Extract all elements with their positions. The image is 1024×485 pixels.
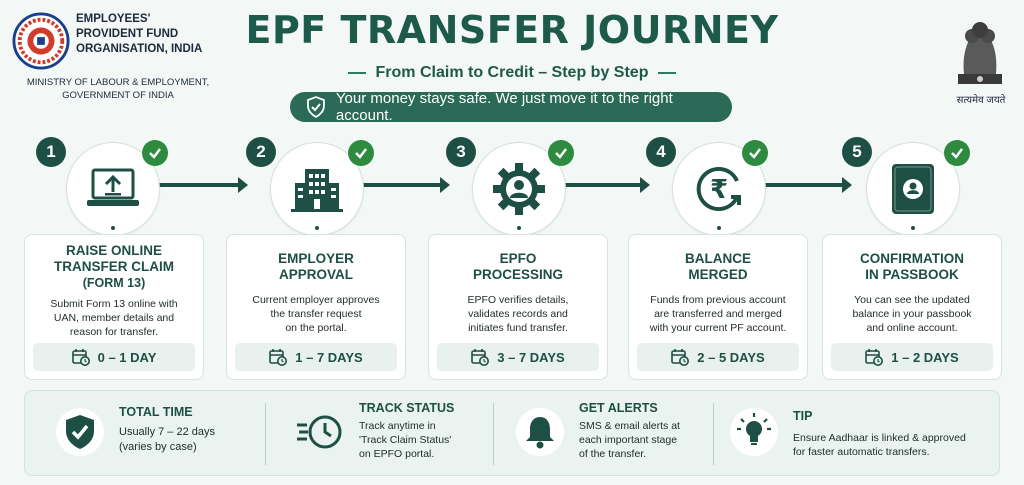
connector-1-2 (158, 177, 248, 193)
step-description: Funds from previous account are transfer… (649, 294, 787, 334)
banner-text: Your money stays safe. We just move it t… (335, 90, 673, 124)
subtitle-rule-right (658, 72, 677, 74)
info-tip: TIP Ensure Aadhaar is linked & approved … (729, 391, 989, 477)
step-complete-check-icon (742, 140, 768, 166)
emblem-motto: सत्यमेव जयते (956, 95, 1006, 106)
step-description: EPFO verifies details, validates records… (467, 294, 569, 334)
info-get-alerts: GET ALERTS SMS & email alerts at each im… (515, 391, 715, 477)
clock-track-icon (297, 415, 342, 449)
step-duration-text: 1 – 7 DAYS (295, 349, 363, 365)
step-description: You can see the updated balance in your … (852, 294, 972, 334)
calendar-clock-icon (71, 349, 90, 366)
step-duration-text: 3 – 7 DAYS (497, 349, 565, 365)
page-subtitle: From Claim to Credit – Step by Step (375, 64, 649, 81)
step-complete-check-icon (142, 140, 168, 166)
epfo-logo-icon (12, 12, 70, 70)
calendar-clock-icon (471, 349, 490, 366)
step-icon-circle (472, 142, 566, 236)
step-number: 3 (446, 137, 476, 167)
step-complete-check-icon (944, 140, 970, 166)
step-duration-text: 2 – 5 DAYS (697, 349, 765, 365)
step-title: CONFIRMATION IN PASSBOOK (860, 251, 964, 282)
info-divider (265, 403, 266, 465)
step-number: 1 (36, 137, 66, 167)
step-dots (911, 226, 915, 233)
step-subtitle: (FORM 13) (82, 276, 146, 290)
step-number: 4 (646, 137, 676, 167)
info-divider (493, 403, 494, 465)
info-title: TRACK STATUS (359, 401, 455, 415)
info-total-time: TOTAL TIME Usually 7 – 22 days (varies b… (55, 391, 265, 477)
shield-check-icon (307, 96, 325, 118)
info-title: TOTAL TIME (119, 405, 193, 419)
info-track-status: TRACK STATUS Track anytime in 'Track Cla… (295, 391, 495, 477)
calendar-clock-icon (671, 349, 690, 366)
step-dots (315, 226, 319, 233)
step-title: BALANCE MERGED (685, 251, 751, 282)
building-icon (291, 169, 343, 212)
step-complete-check-icon (548, 140, 574, 166)
step-title: RAISE ONLINE TRANSFER CLAIM (54, 243, 174, 274)
shield-check-icon (56, 408, 104, 456)
step-complete-check-icon (348, 140, 374, 166)
info-bar: TOTAL TIME Usually 7 – 22 days (varies b… (24, 390, 1000, 476)
org-ministry: MINISTRY OF LABOUR & EMPLOYMENT, GOVERNM… (26, 77, 210, 101)
national-emblem-icon (958, 22, 1002, 84)
safety-banner: Your money stays safe. We just move it t… (290, 90, 732, 124)
info-text: SMS & email alerts at each important sta… (579, 420, 680, 460)
step-duration: 3 – 7 DAYS (437, 343, 599, 371)
subtitle-row: From Claim to Credit – Step by Step (212, 62, 812, 84)
step-duration-text: 1 – 2 DAYS (891, 349, 959, 365)
step-description: Current employer approves the transfer r… (252, 294, 380, 334)
gear-person-icon (493, 163, 545, 215)
connector-4-5 (762, 177, 852, 193)
step-card: CONFIRMATION IN PASSBOOK You can see the… (822, 234, 1002, 380)
info-title: GET ALERTS (579, 401, 658, 415)
step-duration: 2 – 5 DAYS (637, 343, 799, 371)
page-title: EPF TRANSFER JOURNEY (245, 8, 779, 52)
step-duration: 0 – 1 DAY (33, 343, 195, 371)
connector-3-4 (560, 177, 650, 193)
step-dots (717, 226, 721, 233)
org-name: EMPLOYEES' PROVIDENT FUND ORGANISATION, … (76, 13, 203, 55)
info-divider (713, 403, 714, 465)
step-title: EPFO PROCESSING (472, 251, 564, 282)
passbook-icon (892, 164, 934, 214)
step-title: EMPLOYER APPROVAL (278, 251, 354, 282)
step-description: Submit Form 13 online with UAN, member d… (50, 298, 178, 338)
info-text: Usually 7 – 22 days (varies by case) (119, 426, 215, 453)
step-duration-text: 0 – 1 DAY (97, 349, 157, 365)
laptop-upload-icon (87, 168, 139, 206)
lightbulb-icon (730, 408, 778, 456)
info-title: TIP (793, 409, 813, 423)
step-dots (517, 226, 521, 233)
step-duration: 1 – 7 DAYS (235, 343, 397, 371)
rupee-cycle-icon: ₹ (696, 167, 741, 211)
calendar-clock-icon (865, 349, 884, 366)
step-card: EPFO PROCESSING EPFO verifies details, v… (428, 234, 608, 380)
bell-icon (516, 408, 564, 456)
calendar-clock-icon (269, 349, 288, 366)
step-number: 5 (842, 137, 872, 167)
info-text: Ensure Aadhaar is linked & approved for … (793, 432, 966, 458)
step-card: BALANCE MERGED Funds from previous accou… (628, 234, 808, 380)
step-icon-circle (270, 142, 364, 236)
step-number: 2 (246, 137, 276, 167)
info-text: Track anytime in 'Track Claim Status' on… (359, 420, 452, 460)
connector-2-3 (360, 177, 450, 193)
step-dots (111, 226, 115, 233)
svg-text:₹: ₹ (710, 175, 728, 205)
subtitle-rule-left (347, 72, 366, 74)
step-duration: 1 – 2 DAYS (831, 343, 993, 371)
step-card: EMPLOYER APPROVAL Current employer appro… (226, 234, 406, 380)
step-card: RAISE ONLINE TRANSFER CLAIM (FORM 13) Su… (24, 234, 204, 380)
